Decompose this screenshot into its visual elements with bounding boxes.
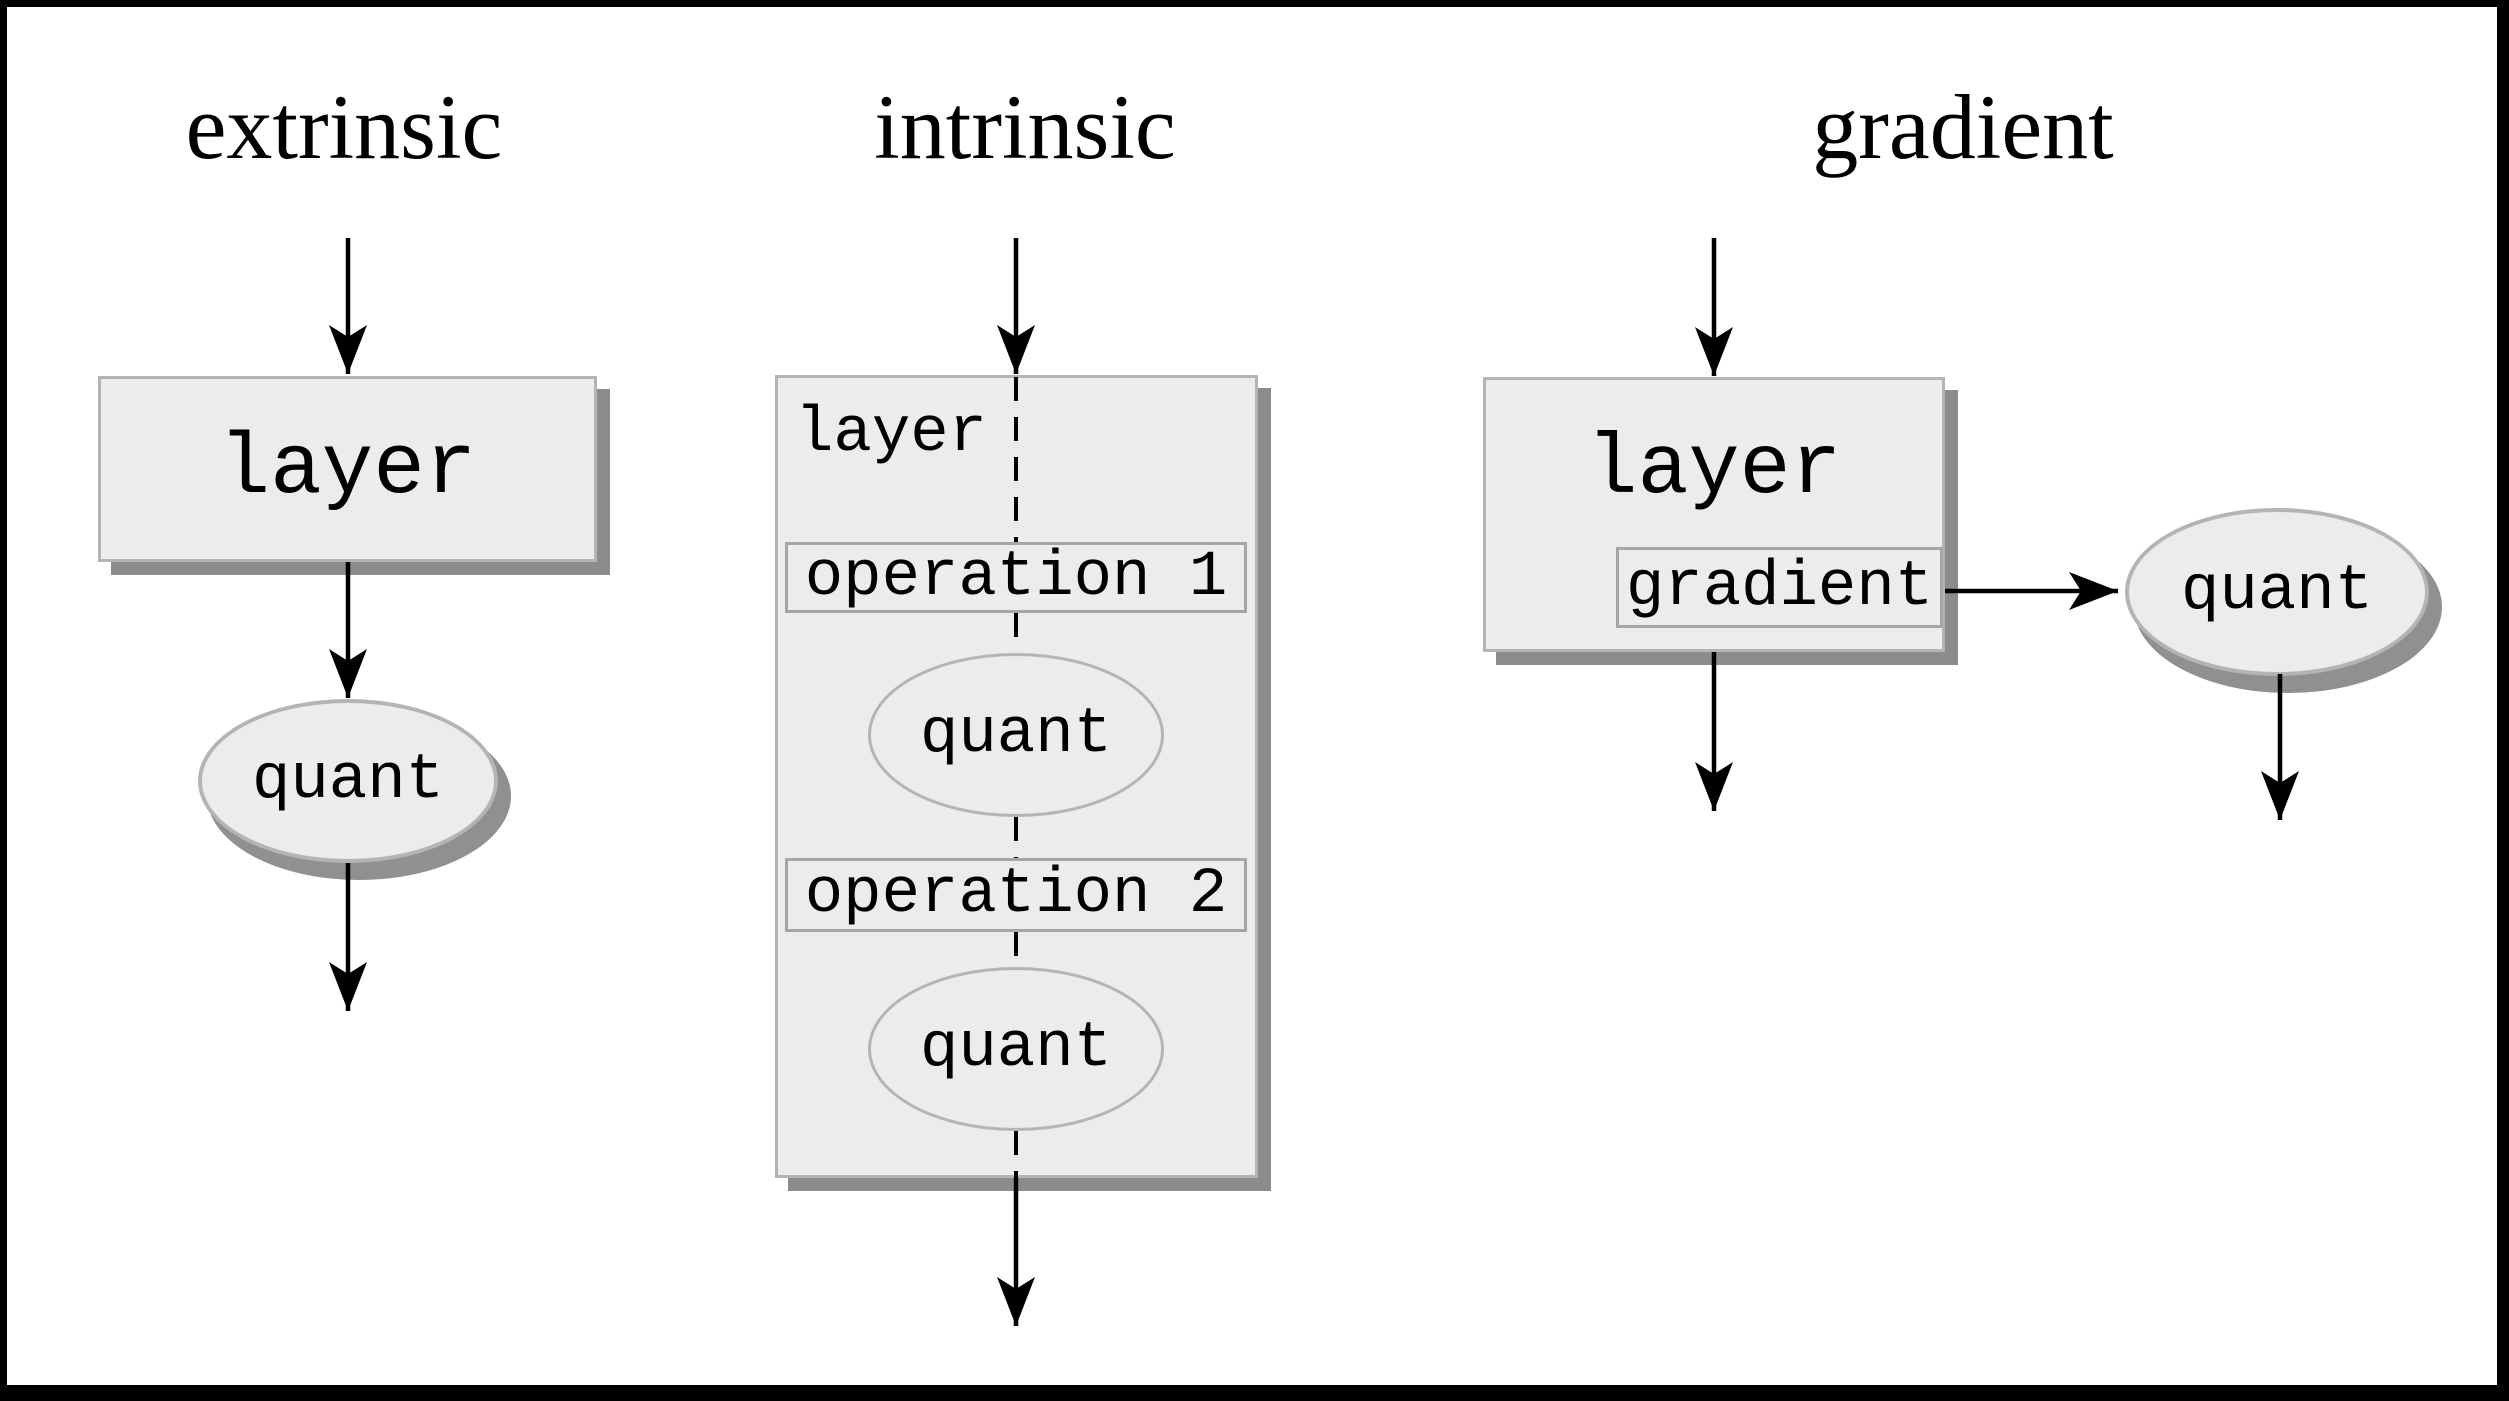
intrinsic-operation1-label: operation 1 bbox=[804, 541, 1228, 614]
gradient-quant-label: quant bbox=[2180, 556, 2374, 628]
frame-border-bottom bbox=[0, 1385, 2509, 1401]
column-title-gradient: gradient bbox=[1812, 76, 2114, 178]
extrinsic-layer-label: layer bbox=[218, 420, 477, 518]
column-title-extrinsic: extrinsic bbox=[185, 76, 503, 178]
extrinsic-quant-label: quant bbox=[251, 745, 445, 817]
intrinsic-operation1-box: operation 1 bbox=[785, 541, 1247, 614]
intrinsic-quant2-label: quant bbox=[919, 1013, 1113, 1085]
gradient-gradient-label: gradient bbox=[1625, 551, 1934, 624]
gradient-quant-ellipse: quant bbox=[2125, 508, 2429, 676]
intrinsic-quant2-ellipse: quant bbox=[868, 967, 1164, 1131]
extrinsic-quant-ellipse: quant bbox=[198, 699, 498, 863]
frame-border-top bbox=[0, 0, 2509, 7]
gradient-gradient-box: gradient bbox=[1616, 547, 1943, 628]
frame-border-left bbox=[0, 0, 7, 1401]
column-title-intrinsic: intrinsic bbox=[874, 76, 1176, 178]
frame-border-right bbox=[2497, 0, 2509, 1401]
intrinsic-layer-label: layer bbox=[795, 398, 988, 470]
intrinsic-quant1-ellipse: quant bbox=[868, 653, 1164, 817]
gradient-layer-label: layer bbox=[1586, 421, 1842, 518]
intrinsic-operation2-box: operation 2 bbox=[785, 858, 1247, 932]
intrinsic-quant1-label: quant bbox=[919, 699, 1113, 771]
extrinsic-layer-box: layer bbox=[98, 376, 597, 562]
intrinsic-operation2-label: operation 2 bbox=[804, 859, 1228, 931]
